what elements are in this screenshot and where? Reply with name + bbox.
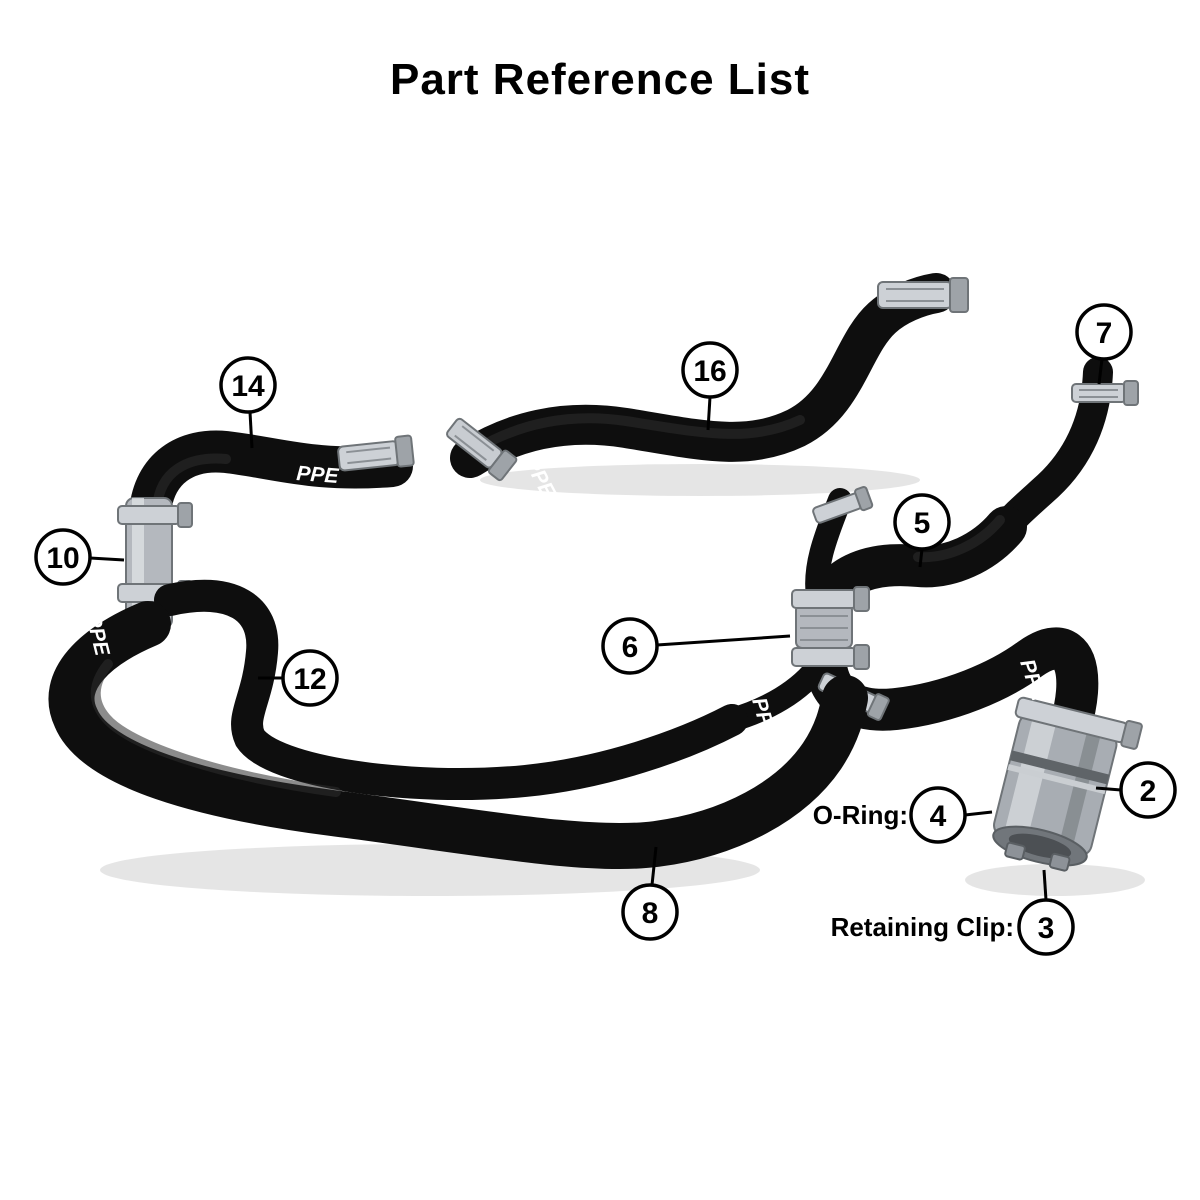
coupler-6: [791, 586, 870, 670]
leader-lines: [89, 358, 1122, 901]
svg-text:4: 4: [930, 800, 947, 833]
callout-3: Retaining Clip: 3: [831, 898, 1075, 956]
clamp-hose16-right: [877, 277, 969, 313]
hose-14-highlight: [153, 453, 231, 505]
callout-6: 6: [601, 617, 659, 675]
hose-14: [129, 430, 413, 533]
callout-10: 10: [34, 528, 92, 586]
svg-text:16: 16: [693, 355, 726, 388]
svg-text:6: 6: [622, 631, 639, 664]
hose-16: [450, 273, 956, 478]
hose-5-highlight: [913, 515, 1005, 563]
aluminum-fitting: [992, 696, 1143, 872]
leader-6: [656, 634, 791, 647]
svg-text:8: 8: [642, 897, 659, 930]
svg-text:2: 2: [1140, 775, 1157, 808]
svg-text:12: 12: [293, 663, 326, 696]
callout-7: 7: [1075, 303, 1133, 361]
ppe-logo: PPE: [879, 374, 925, 403]
clamp-middle-hose: [812, 486, 874, 524]
leader-10: [89, 556, 125, 562]
callout-12: 12: [281, 649, 339, 707]
svg-text:10: 10: [46, 542, 79, 575]
leader-7: [1097, 358, 1104, 385]
leader-14: [248, 411, 254, 449]
leader-16: [706, 396, 712, 431]
clamp-hose7: [1071, 380, 1139, 406]
ppe-logo: PPE: [296, 462, 341, 488]
callouts: 14 10 12 16 7 5: [34, 303, 1177, 956]
o-ring-label: O-Ring:: [813, 800, 908, 830]
clamp-hose14-end: [337, 434, 415, 472]
callout-5: 5: [893, 493, 951, 551]
leader-3: [1042, 869, 1048, 901]
svg-text:14: 14: [231, 370, 265, 403]
hose-8: [48, 601, 868, 870]
callout-16: 16: [681, 341, 739, 399]
leader-5: [918, 548, 924, 568]
callout-2: 2: [1119, 761, 1177, 819]
callout-14: 14: [219, 356, 277, 414]
leader-2: [1095, 786, 1122, 792]
svg-text:3: 3: [1038, 912, 1055, 945]
callout-4: O-Ring: 4: [813, 786, 967, 844]
retaining-clip-label: Retaining Clip:: [831, 912, 1014, 942]
leader-4: [964, 810, 993, 817]
callout-8: 8: [621, 883, 679, 941]
hose-16-highlight: [473, 413, 805, 453]
svg-text:7: 7: [1096, 317, 1113, 350]
page-title: Part Reference List: [389, 55, 811, 104]
clamp-hose16-left: [446, 417, 518, 482]
leader-8: [650, 846, 658, 886]
hose-8-highlight: [90, 659, 341, 797]
hose-12: [154, 579, 748, 800]
svg-text:5: 5: [914, 507, 931, 540]
